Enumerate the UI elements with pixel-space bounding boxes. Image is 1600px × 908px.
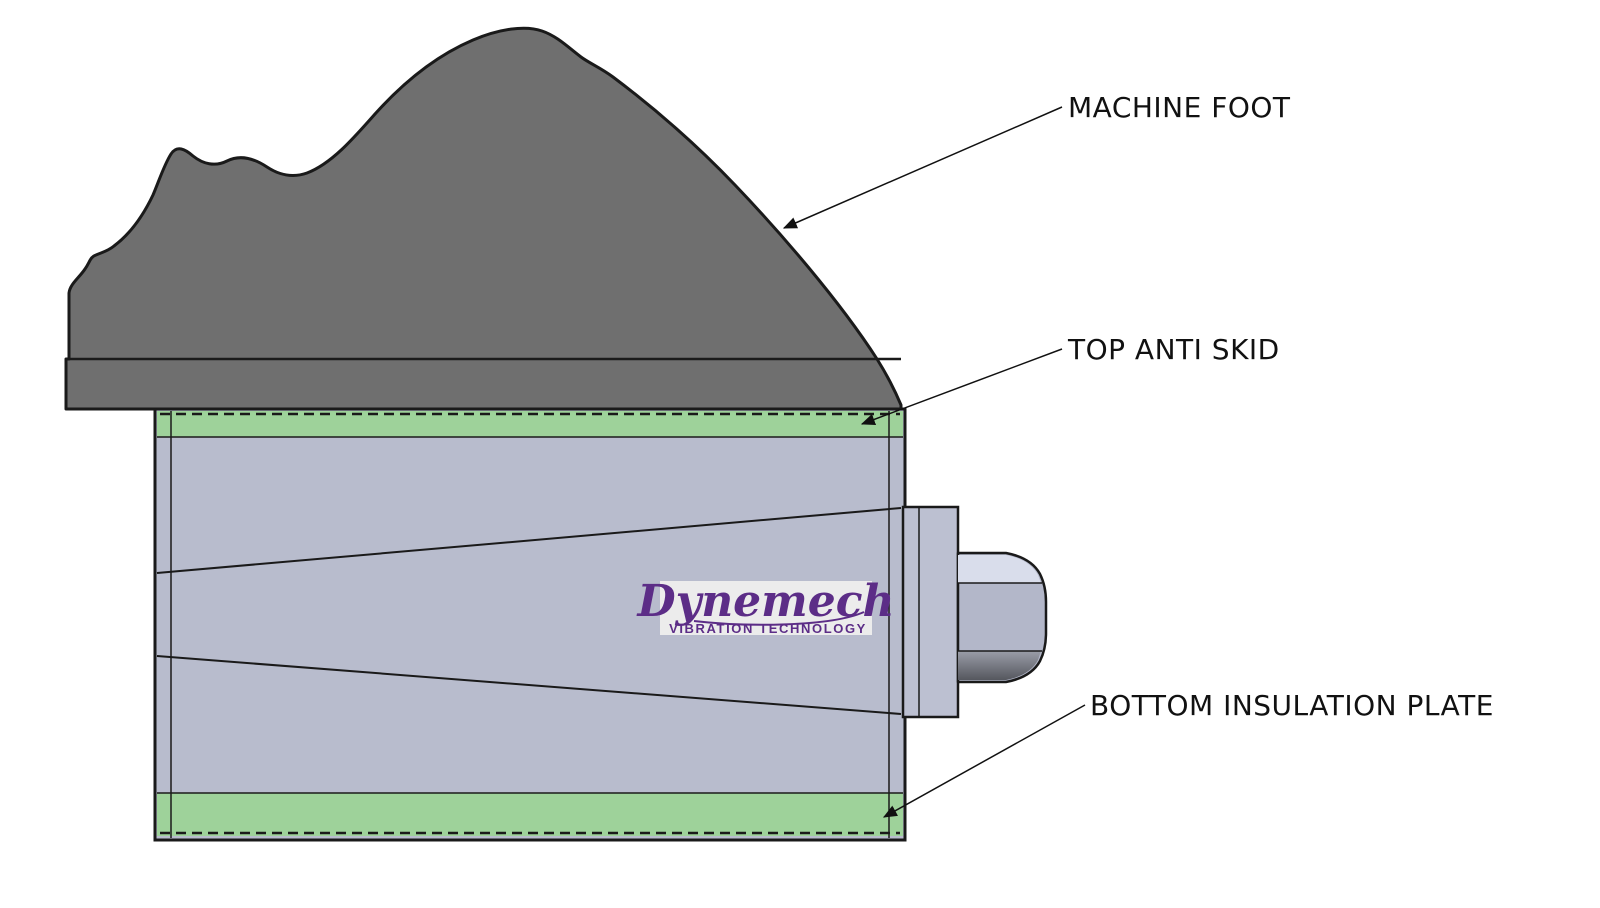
wedge-lower-line xyxy=(156,655,902,715)
isolator-body-group xyxy=(153,407,907,842)
machine-foot-label: MACHINE FOOT xyxy=(1068,91,1291,124)
bottom-insulation-strip xyxy=(157,793,903,836)
logo-tagline-text: VIBRATION TECHNOLOGY xyxy=(669,621,867,636)
wedge-upper-line xyxy=(156,507,902,574)
top-anti-skid-strip xyxy=(157,411,903,437)
top-anti-skid-label: TOP ANTI SKID xyxy=(1067,333,1280,366)
bottom-insulation-leader-line xyxy=(882,704,1086,818)
logo-underline-swoosh xyxy=(693,611,865,626)
logo-group: Dynemech VIBRATION TECHNOLOGY xyxy=(635,576,894,636)
callout-labels: MACHINE FOOT TOP ANTI SKID BOTTOM INSULA… xyxy=(1067,91,1494,722)
machine-foot-group xyxy=(64,26,903,411)
top-anti-skid-leader-line xyxy=(860,348,1063,425)
machine-foot-shape xyxy=(64,26,903,411)
levelling-bolt-group xyxy=(901,505,1048,719)
bolt-hex-bottom-facet xyxy=(958,651,1041,680)
bolt-hex-head xyxy=(956,551,1048,684)
bottom-insulation-plate-label: BOTTOM INSULATION PLATE xyxy=(1090,689,1494,722)
logo-brand-text: Dynemech xyxy=(635,576,894,627)
callout-leaders xyxy=(782,106,1086,818)
bolt-hex-top-facet xyxy=(958,555,1041,583)
machine-foot-leader-line xyxy=(782,106,1063,229)
logo-background xyxy=(660,581,872,635)
side-plate xyxy=(901,505,960,719)
